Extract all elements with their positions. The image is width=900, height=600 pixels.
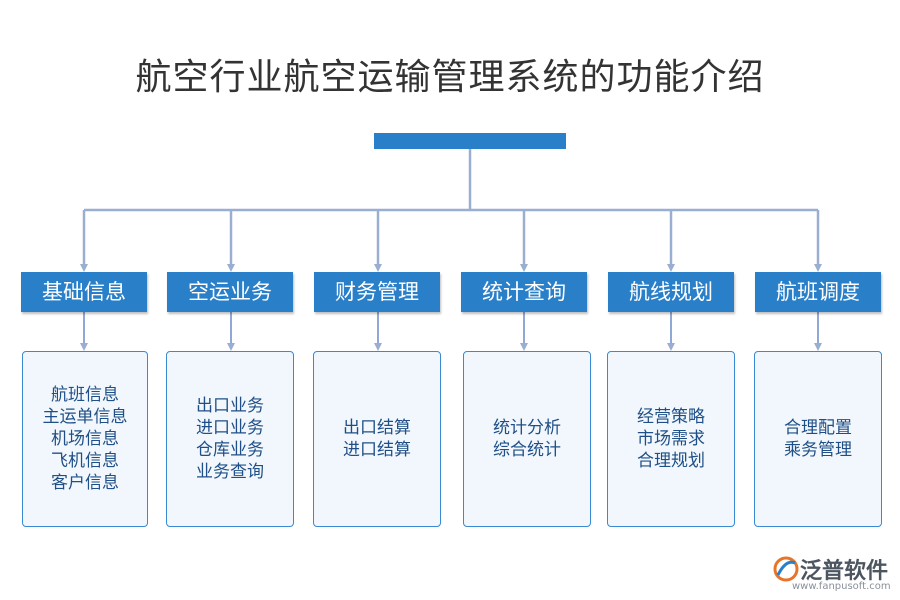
detail-box-2: 出口业务进口业务仓库业务业务查询 [166,351,294,527]
detail-item: 客户信息 [51,473,119,493]
diagram-title: 航空行业航空运输管理系统的功能介绍 [135,57,765,98]
detail-box-4: 统计分析综合统计 [463,351,591,527]
detail-item: 进口结算 [343,440,411,460]
root-node [374,133,566,149]
brand-logo: 泛普软件 www.fanpusoft.com [772,551,892,593]
detail-item: 飞机信息 [51,451,119,471]
detail-item: 合理规划 [637,451,705,471]
category-node-3: 财务管理 [314,272,440,312]
detail-item: 进口业务 [196,418,264,438]
logo-url: www.fanpusoft.com [792,581,891,592]
detail-item: 经营策略 [637,407,705,427]
detail-item: 出口业务 [196,396,264,416]
detail-item: 市场需求 [637,429,705,449]
detail-box-5: 经营策略市场需求合理规划 [607,351,735,527]
detail-item: 合理配置 [784,418,852,438]
detail-item: 综合统计 [493,440,561,460]
detail-item: 仓库业务 [196,440,264,460]
detail-item: 业务查询 [196,462,264,482]
detail-item: 航班信息 [51,385,119,405]
category-node-5: 航线规划 [608,272,734,312]
detail-item: 统计分析 [493,418,561,438]
category-node-2: 空运业务 [167,272,293,312]
detail-item: 乘务管理 [784,440,852,460]
category-node-4: 统计查询 [461,272,587,312]
detail-item: 机场信息 [51,429,119,449]
detail-item: 主运单信息 [42,407,128,427]
detail-box-6: 合理配置乘务管理 [754,351,882,527]
detail-item: 出口结算 [343,418,411,438]
category-node-6: 航班调度 [755,272,881,312]
logo-name: 泛普软件 [800,559,889,584]
detail-box-1: 航班信息主运单信息机场信息飞机信息客户信息 [22,351,148,527]
category-node-1: 基础信息 [21,272,147,312]
detail-box-3: 出口结算进口结算 [313,351,441,527]
fanpu-logo-icon [773,556,799,582]
